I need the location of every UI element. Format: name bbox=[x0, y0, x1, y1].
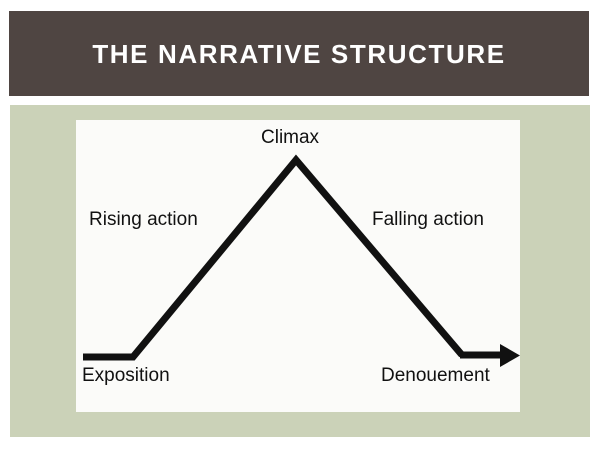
label-climax: Climax bbox=[261, 127, 320, 148]
narrative-structure-diagram: Climax Rising action Falling action Expo… bbox=[76, 120, 520, 412]
slide-content-panel: Climax Rising action Falling action Expo… bbox=[10, 105, 590, 437]
label-falling-action: Falling action bbox=[372, 209, 484, 230]
label-rising-action: Rising action bbox=[89, 209, 198, 230]
arc-polyline bbox=[83, 154, 465, 361]
label-exposition: Exposition bbox=[82, 365, 170, 386]
plot-arc-shape bbox=[83, 154, 520, 367]
label-denouement: Denouement bbox=[381, 365, 490, 386]
page-title: THE NARRATIVE STRUCTURE bbox=[92, 38, 506, 69]
arrow-head-icon bbox=[500, 344, 520, 367]
slide-title-bar: THE NARRATIVE STRUCTURE bbox=[9, 11, 589, 96]
